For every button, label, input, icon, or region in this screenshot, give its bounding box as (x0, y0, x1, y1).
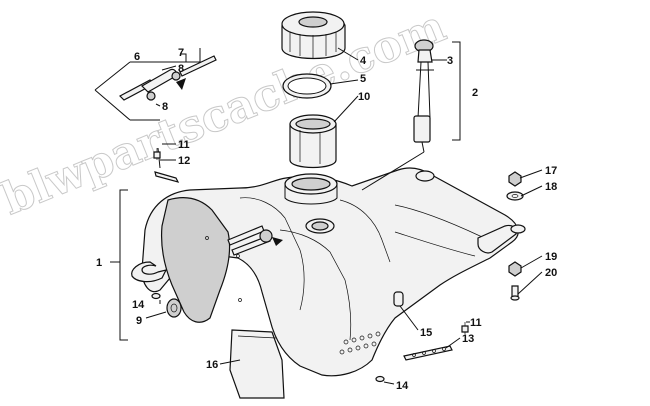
bracket-6 (94, 61, 131, 121)
tank-vent-holes (339, 331, 381, 355)
strap-hook (131, 261, 168, 283)
callout-14a: 14 (132, 299, 145, 311)
callout-8a: 8 (178, 63, 184, 75)
strap-13 (403, 345, 453, 361)
heat-shield (229, 329, 285, 399)
callout-10: 10 (358, 91, 370, 103)
callout-12: 12 (178, 155, 190, 167)
leader-lines (110, 47, 543, 385)
callout-9: 9 (136, 315, 142, 327)
fuel-level-sender (413, 39, 434, 153)
callout-8b: 8 (162, 101, 168, 113)
gas-cap (281, 11, 346, 60)
callout-3: 3 (447, 55, 453, 67)
callout-11b: 11 (470, 317, 482, 329)
grommet-9 (166, 298, 182, 318)
callout-17: 17 (545, 165, 557, 177)
callout-2: 2 (472, 87, 478, 99)
cap-gasket (282, 73, 332, 99)
bracket-1 (119, 189, 128, 341)
small-fasteners (151, 148, 469, 383)
callout-13: 13 (462, 333, 474, 345)
callout-11a: 11 (178, 139, 190, 151)
filler-insert (289, 114, 337, 169)
callout-19: 19 (545, 251, 557, 263)
callout-14b: 14 (396, 380, 409, 392)
callout-7: 7 (178, 47, 184, 59)
callout-18: 18 (545, 181, 557, 193)
callout-5: 5 (360, 73, 366, 85)
tank-bolts (227, 225, 283, 256)
bracket-2 (452, 41, 461, 141)
callout-20: 20 (545, 267, 557, 279)
callout-16: 16 (206, 359, 218, 371)
bolt-kit-6 (119, 55, 217, 101)
callout-4: 4 (360, 55, 367, 67)
right-hardware (506, 171, 524, 301)
callout-labels: 1 2 3 4 5 6 7 8 8 9 10 11 11 12 13 14 14… (96, 47, 557, 392)
callout-1: 1 (96, 257, 102, 269)
fuel-tank (141, 167, 526, 377)
callout-15: 15 (420, 327, 432, 339)
callout-6: 6 (134, 51, 140, 63)
